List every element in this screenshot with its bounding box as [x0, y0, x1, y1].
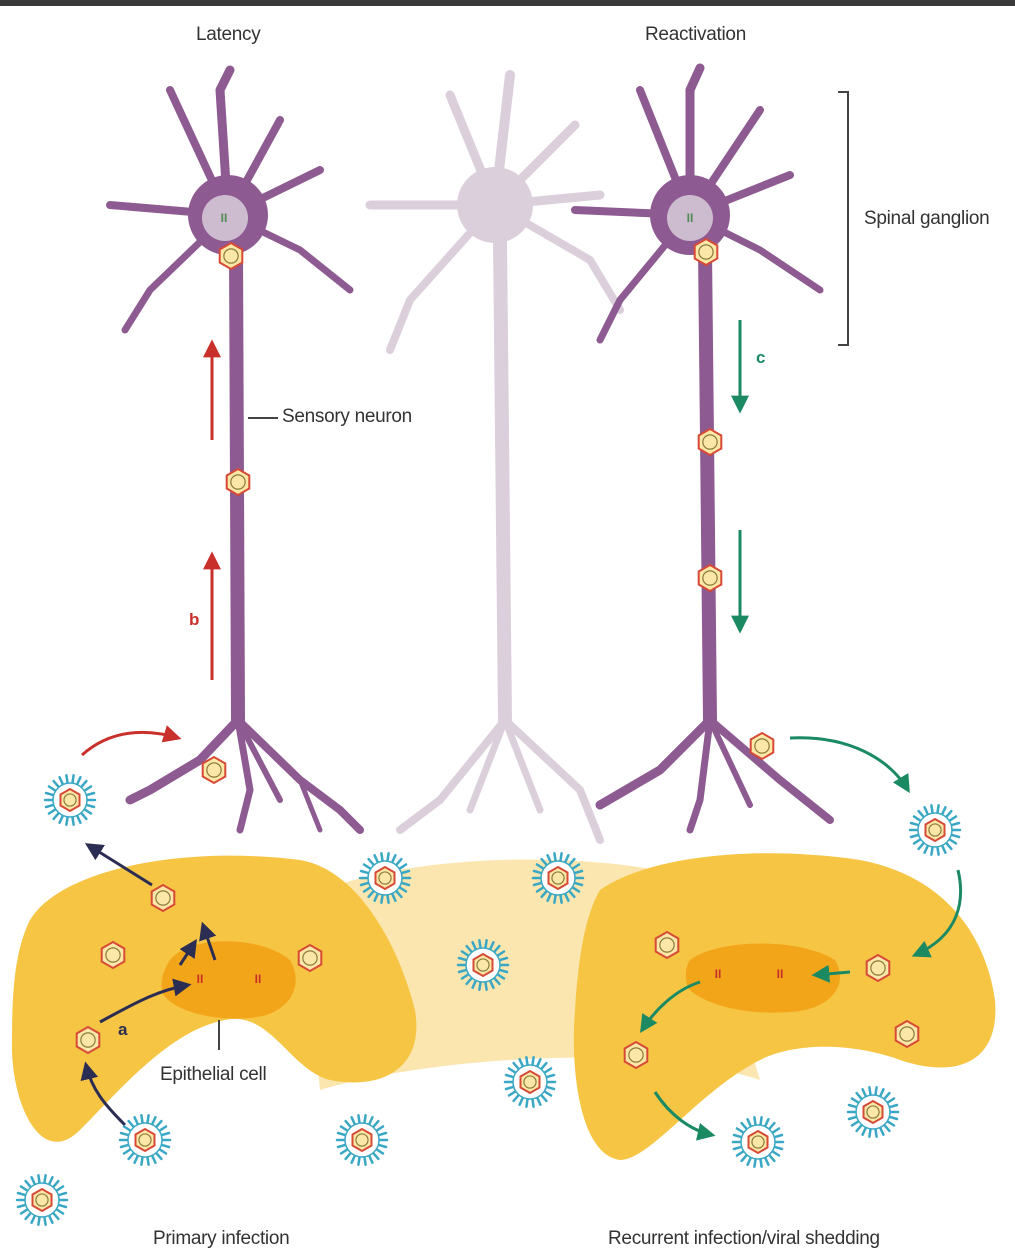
capsid-icon: [474, 954, 493, 976]
virion-icon: [120, 1115, 170, 1164]
capsid-icon: [227, 469, 250, 495]
capsid-icon: [749, 1131, 768, 1153]
spinal-ganglion-label: Spinal ganglion: [864, 208, 989, 230]
capsid-icon: [353, 1129, 372, 1151]
step-a-label: a: [118, 1020, 127, 1040]
capsid-icon: [33, 1189, 52, 1211]
capsid-icon: [864, 1101, 883, 1123]
capsid-icon: [77, 1027, 100, 1053]
recurrent-infection-label: Recurrent infection/viral shedding: [608, 1228, 880, 1250]
virion-icon: [848, 1087, 898, 1136]
svg-text:II: II: [687, 211, 694, 225]
capsid-icon: [699, 565, 722, 591]
epithelial-cell-label: Epithelial cell: [160, 1064, 266, 1086]
spinal-ganglion-bracket: [838, 92, 848, 345]
virion-icon: [505, 1057, 555, 1106]
capsid-icon: [136, 1129, 155, 1151]
capsid-icon: [220, 243, 243, 269]
capsid-icon: [152, 885, 175, 911]
step-b-label: b: [189, 610, 199, 630]
svg-text:II: II: [197, 972, 204, 986]
neuron-uninfected: [370, 75, 620, 840]
capsid-icon: [751, 733, 774, 759]
step-c-label: c: [756, 348, 765, 368]
reactivation-label: Reactivation: [645, 24, 746, 46]
sensory-neuron-left: [110, 70, 360, 830]
svg-text:II: II: [777, 967, 784, 981]
virion-icon: [17, 1175, 67, 1224]
latency-arrows: [82, 343, 212, 755]
capsid-icon: [625, 1042, 648, 1068]
capsid-icon: [203, 757, 226, 783]
sensory-neuron-label: Sensory neuron: [282, 406, 412, 428]
capsid-icon: [867, 955, 890, 981]
latency-label: Latency: [196, 24, 260, 46]
capsid-icon: [61, 789, 80, 811]
capsid-icon: [926, 819, 945, 841]
svg-text:II: II: [221, 211, 228, 225]
virion-icon: [337, 1115, 387, 1164]
primary-infection-label: Primary infection: [153, 1228, 289, 1250]
epithelial-cell-nucleus-left: [162, 941, 296, 1018]
capsid-icon: [896, 1021, 919, 1047]
virion-icon: [910, 805, 960, 854]
virion-icon: [45, 775, 95, 824]
capsid-icon: [299, 945, 322, 971]
svg-text:II: II: [715, 967, 722, 981]
svg-text:II: II: [255, 972, 262, 986]
capsid-icon: [521, 1071, 540, 1093]
virion-icon: [733, 1117, 783, 1166]
capsid-icon: [699, 429, 722, 455]
capsid-icon: [695, 239, 718, 265]
capsid-icon: [656, 932, 679, 958]
capsid-icon: [102, 942, 125, 968]
capsid-icon: [549, 867, 568, 889]
capsid-icon: [376, 867, 395, 889]
